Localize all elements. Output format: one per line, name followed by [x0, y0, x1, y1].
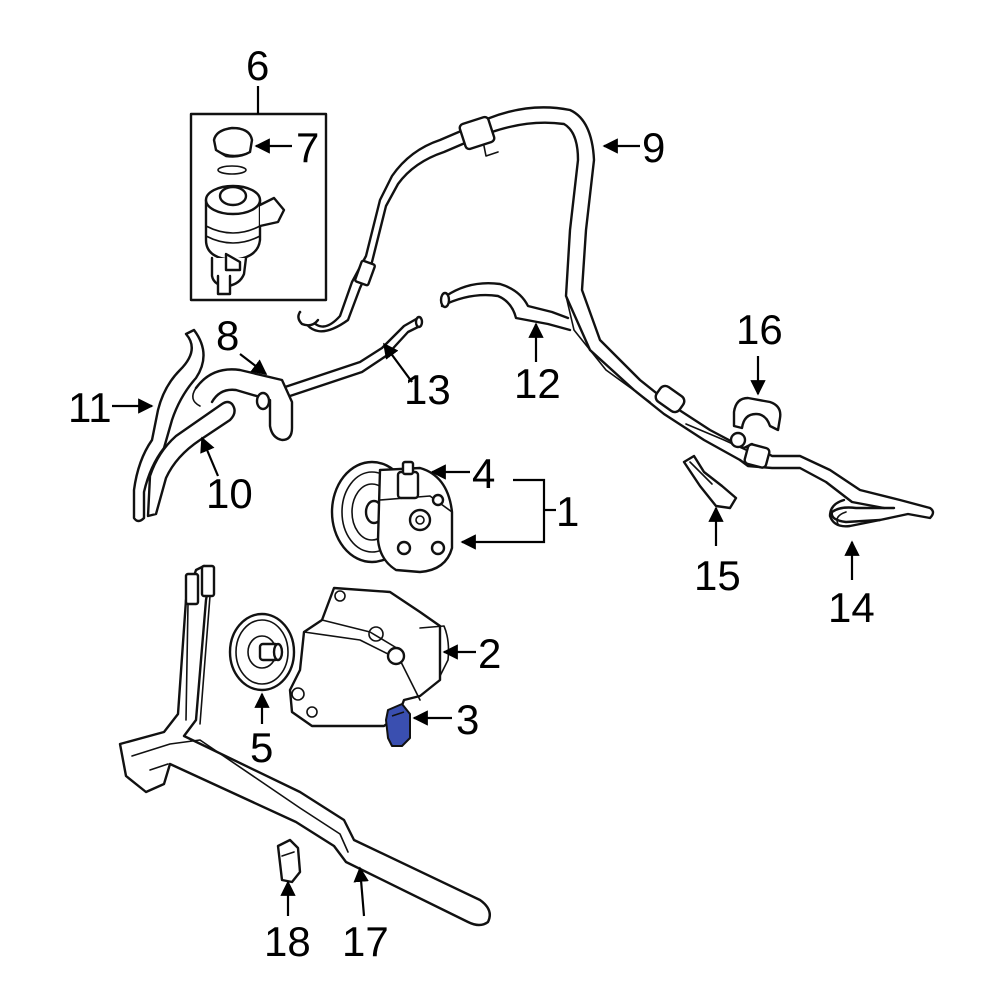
hose-clamp-upper — [458, 115, 496, 151]
callout-9: 9 — [642, 124, 665, 171]
leader-lines — [112, 86, 860, 917]
callout-17: 17 — [342, 918, 389, 965]
cooler-assembly — [118, 564, 491, 927]
leader-17 — [353, 866, 369, 917]
callout-15: 15 — [694, 552, 741, 599]
pressure-hose-assembly — [297, 106, 747, 462]
callout-7: 7 — [296, 124, 319, 171]
cooler-clip — [276, 838, 302, 884]
pump-outlet-fitting — [396, 470, 420, 500]
callout-18: 18 — [264, 918, 311, 965]
leader-8 — [239, 353, 268, 375]
pressure-tube-14 — [738, 442, 935, 528]
callout-10: 10 — [206, 470, 253, 517]
hose-11 — [132, 328, 205, 523]
callout-16: 16 — [736, 306, 783, 353]
leader-10 — [200, 436, 220, 477]
bracket-nut-highlighted — [385, 703, 411, 747]
callout-11: 11 — [68, 384, 112, 431]
pressure-hose-end-fitting — [297, 310, 320, 327]
hose-8 — [192, 368, 294, 442]
hose-bracket-16 — [732, 396, 782, 432]
callout-14: 14 — [828, 584, 875, 631]
callout-12: 12 — [514, 360, 561, 407]
power-steering-pump — [330, 460, 454, 574]
callout-5: 5 — [250, 724, 273, 771]
cooler-line — [268, 315, 424, 404]
callout-13: 13 — [404, 366, 451, 413]
cap-seal-ring — [217, 165, 247, 175]
callout-labels: 1 2 3 4 5 6 7 8 9 10 11 12 13 14 15 16 1… — [68, 42, 875, 965]
callout-8: 8 — [216, 312, 239, 359]
callout-4: 4 — [472, 450, 495, 497]
pump-bracket — [288, 586, 450, 728]
reservoir-cap — [212, 126, 254, 158]
reservoir-assembly — [189, 112, 328, 302]
idler-pulley — [228, 612, 296, 692]
hose-bracket-15 — [682, 454, 738, 510]
callout-6: 6 — [246, 42, 269, 89]
callout-2: 2 — [478, 630, 501, 677]
return-hose — [439, 282, 572, 332]
hose-10 — [146, 400, 236, 518]
callout-3: 3 — [456, 696, 479, 743]
callout-1: 1 — [556, 488, 579, 535]
leader-13 — [383, 342, 413, 383]
